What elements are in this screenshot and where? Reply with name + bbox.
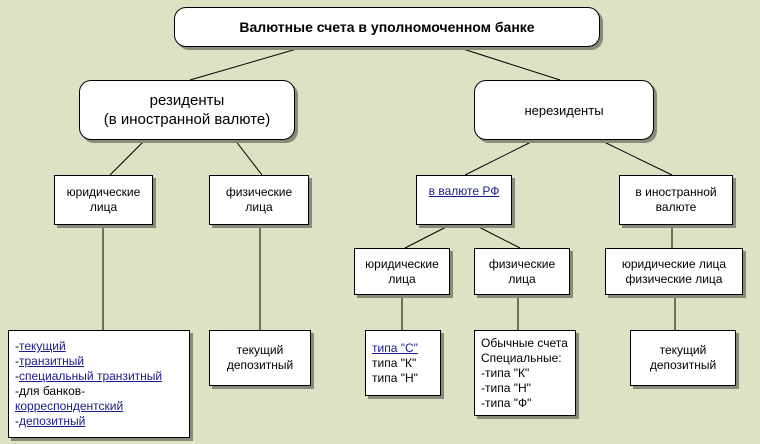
rub-legal-line1: юридические	[365, 256, 439, 271]
account-link-correspondent[interactable]: корреспондентский	[15, 399, 124, 413]
account-item: -типа "Ф"	[481, 395, 532, 410]
foreign-line2: валюте	[655, 200, 697, 214]
account-link-type-c[interactable]: типа "С"	[372, 340, 418, 355]
account-item: -текущий	[15, 339, 66, 353]
residents-physical-line2: лица	[245, 200, 273, 214]
residents-physical-line1: физические	[225, 185, 293, 199]
foreign-both-box: юридические лица физические лица	[605, 248, 743, 295]
foreign-both-line2: физические лица	[625, 271, 723, 286]
residents-box: резиденты (в иностранной валюте)	[79, 80, 295, 140]
account-link-special-transit[interactable]: специальный транзитный	[19, 369, 163, 383]
residents-legal-line1: юридические	[66, 185, 141, 199]
account-link-deposit[interactable]: депозитный	[19, 414, 86, 428]
residents-legal-line2: лица	[89, 200, 118, 214]
account-item: -депозитный	[15, 414, 86, 428]
account-link-current[interactable]: текущий	[19, 339, 66, 353]
residents-physical-accounts: текущий депозитный	[209, 330, 311, 386]
account-item: корреспондентский	[15, 399, 123, 414]
rub-legal-accounts: типа "С" типа "К" типа "Н"	[365, 330, 441, 396]
account-item: Специальные:	[481, 350, 562, 365]
nonresidents-foreign-box: в иностранной валюте	[619, 175, 733, 225]
account-item: -типа "К"	[481, 365, 530, 380]
account-item: -транзитный	[15, 354, 85, 368]
account-item: типа "К"	[372, 355, 417, 370]
diagram-title: Валютные счета в уполномоченном банке	[174, 7, 600, 47]
rub-legal-line2: лица	[388, 271, 416, 286]
nonresidents-rub-box: в валюте РФ	[416, 175, 512, 225]
residents-label-line1: резиденты	[149, 92, 225, 109]
rub-link[interactable]: в валюте РФ	[428, 184, 500, 198]
rub-legal-box: юридические лица	[354, 248, 450, 295]
account-item: депозитный	[649, 358, 717, 372]
rub-physical-line1: физические	[488, 256, 556, 271]
foreign-both-line1: юридические лица	[621, 256, 727, 271]
rub-physical-box: физические лица	[474, 248, 570, 295]
account-item: Обычные счета	[481, 335, 568, 350]
nonresidents-box: нерезиденты	[474, 80, 654, 140]
account-item: текущий	[236, 343, 284, 357]
account-item: -для банков-	[15, 384, 86, 398]
title-text: Валютные счета в уполномоченном банке	[239, 18, 535, 35]
account-item: -специальный транзитный	[15, 369, 163, 383]
nonresidents-label: нерезиденты	[524, 102, 604, 118]
residents-legal-accounts: -текущий -транзитный -специальный транзи…	[8, 330, 190, 438]
account-item: текущий	[659, 343, 707, 357]
foreign-line1: в иностранной	[635, 185, 717, 199]
residents-legal-box: юридические лица	[54, 175, 153, 225]
account-link-transit[interactable]: транзитный	[19, 354, 85, 368]
residents-physical-box: физические лица	[209, 175, 309, 225]
account-item: -типа "Н"	[481, 380, 531, 395]
rub-physical-accounts: Обычные счета Специальные: -типа "К" -ти…	[474, 330, 576, 416]
rub-physical-line2: лица	[508, 271, 536, 286]
foreign-accounts: текущий депозитный	[630, 330, 736, 386]
account-item: типа "Н"	[372, 370, 418, 385]
residents-label-line2: (в иностранной валюте)	[103, 111, 271, 128]
account-item: депозитный	[226, 358, 294, 372]
